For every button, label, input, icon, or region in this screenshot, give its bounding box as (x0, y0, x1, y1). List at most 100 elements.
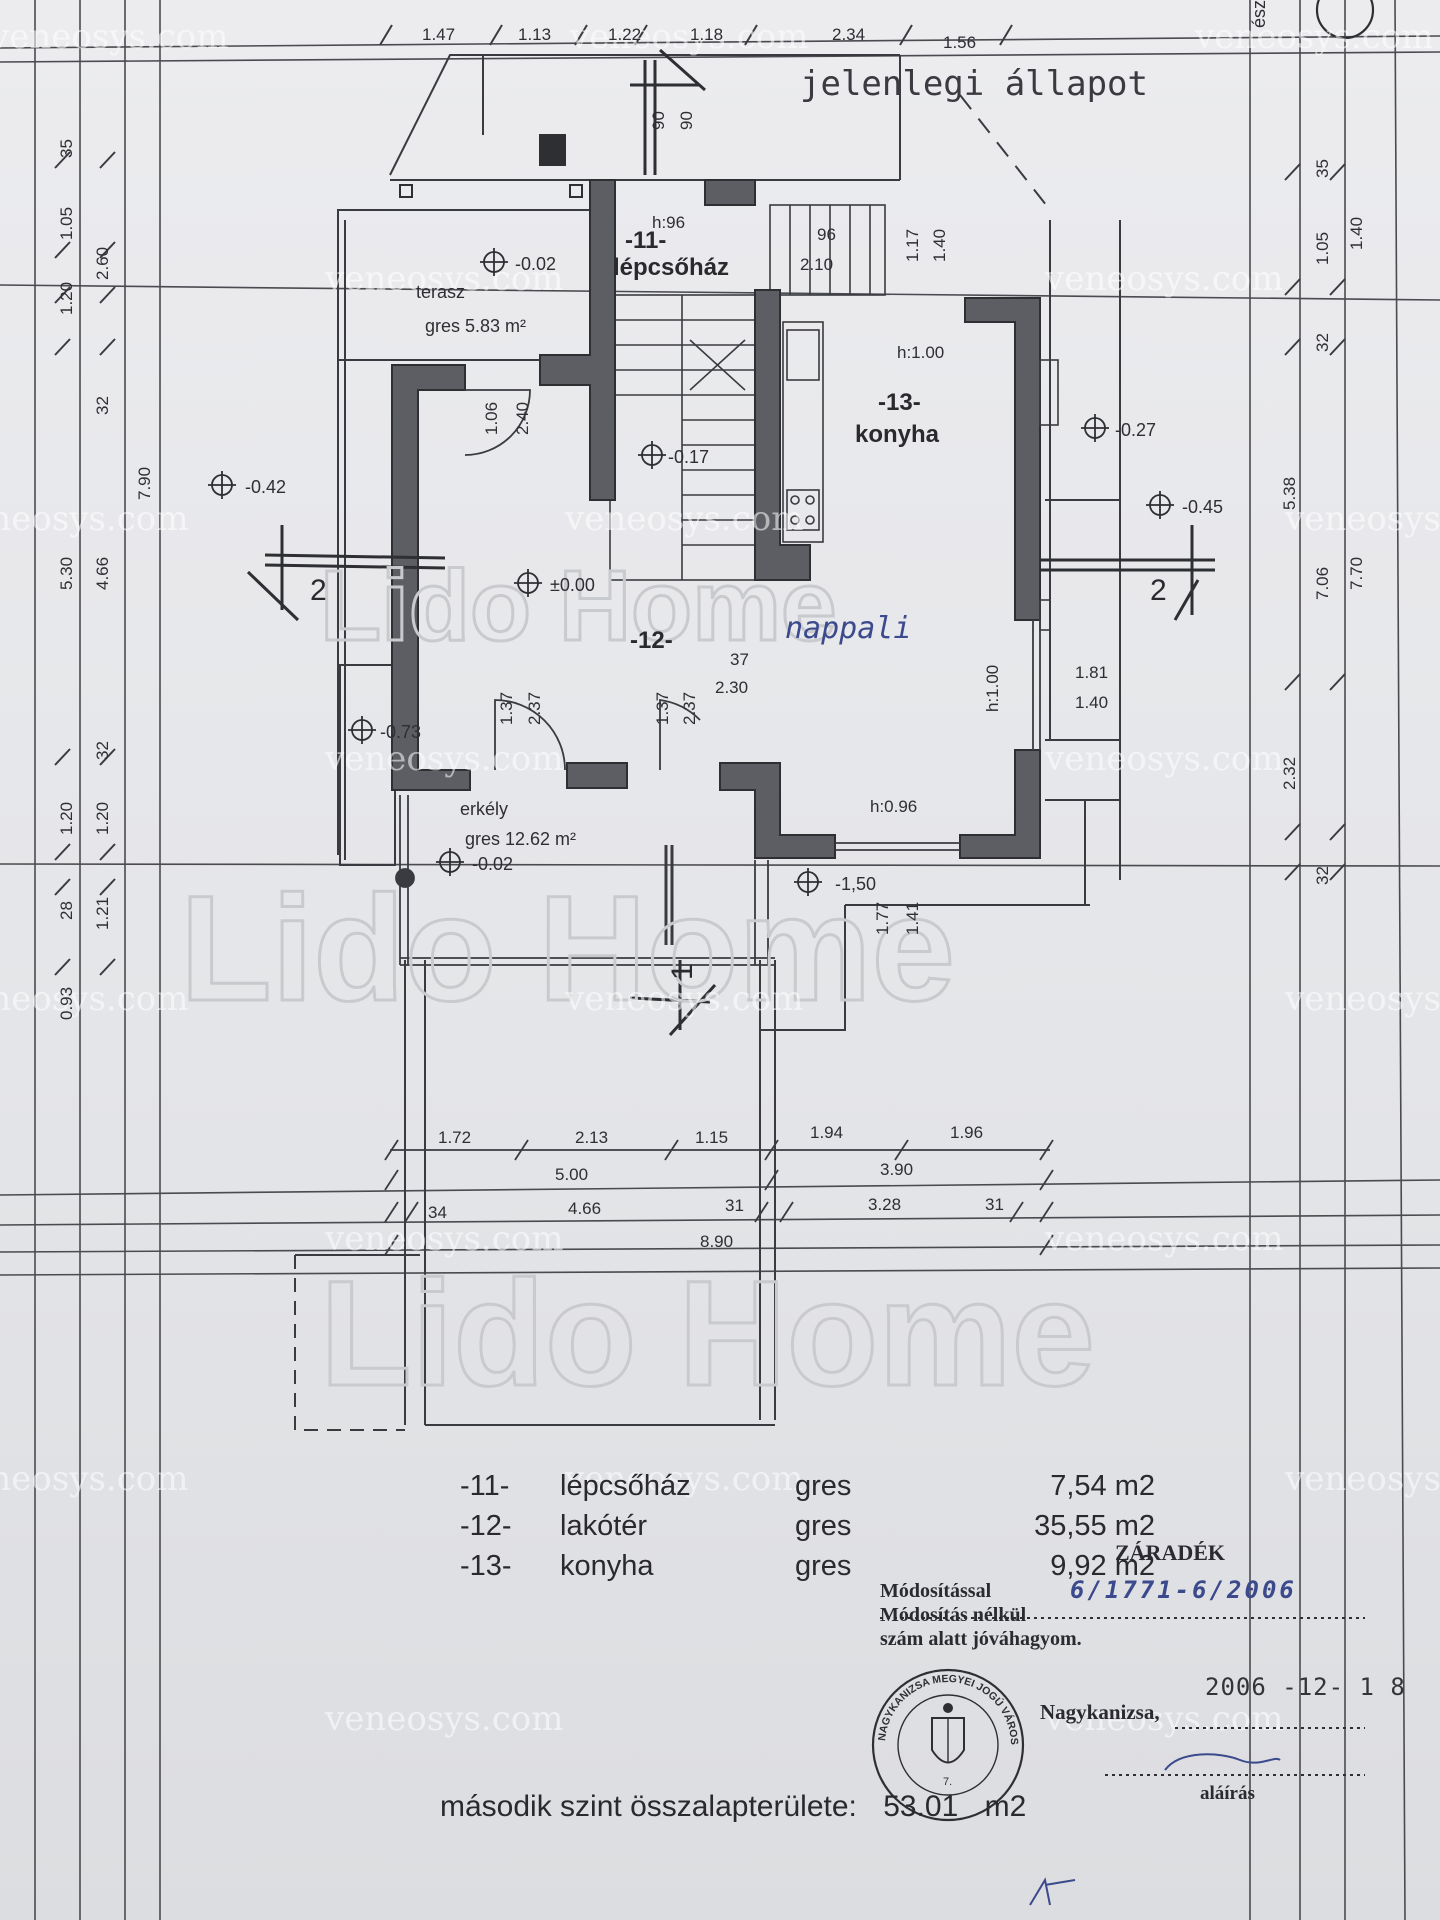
walls (391, 134, 1041, 859)
right-dimension-ticks (1284, 163, 1346, 881)
balcony-name: erkély (460, 799, 508, 819)
watermark-brand-1: Lido Home (180, 864, 955, 1032)
dim-label: 3.90 (880, 1160, 913, 1179)
north-label: ész (1249, 0, 1269, 28)
room-name: lépcsőház (560, 1470, 691, 1502)
room-number: -12- (630, 627, 673, 654)
signature-scribble (1029, 1753, 1281, 1906)
approval-date: 2006 -12- 1 8 (1205, 1673, 1406, 1701)
watermark-site-1: veneosys.com (0, 17, 228, 57)
terrace-area: gres 5.83 m² (425, 316, 526, 336)
watermark-site-18: veneosys.com (1284, 1459, 1440, 1499)
room-area: 7,54 m2 (1050, 1470, 1155, 1502)
stamp-line: szám alatt jóváhagyom. (880, 1628, 1082, 1650)
table-row: -11- lépcsőház gres 7,54 m2 (455, 1470, 1155, 1510)
dim-label: 1.40 (1347, 217, 1366, 250)
dim-label: 2.10 (800, 255, 833, 274)
level-label: ±0.00 (550, 575, 595, 595)
watermark-site-20: veneosys.com (1044, 1699, 1283, 1739)
table-row: -13- konyha gres 9,92 m2 (455, 1550, 1155, 1590)
watermark-brand: Lido Home Lido Home Lido Home (179, 549, 1097, 1419)
room-name: lépcsőház (613, 254, 729, 281)
watermark-site-13: veneosys.com (1284, 979, 1440, 1019)
watermark-site-10: veneosys.com (1044, 739, 1283, 779)
terrace-name: terasz (416, 282, 465, 302)
dim-label: 1.41 (903, 902, 922, 935)
dim-label: 1.40 (1075, 693, 1108, 712)
watermark-site-5: veneosys.com (1044, 259, 1283, 299)
seal-number: 7. (943, 1776, 952, 1788)
stamp-line: Módosítással (880, 1580, 992, 1602)
dim-label: 2.60 (93, 247, 112, 280)
total-label: második szint összalapterülete: (440, 1790, 857, 1823)
dim-label: 1.20 (93, 802, 112, 835)
registration-number: 6/1771-6/2006 (1070, 1576, 1297, 1604)
watermark-site-17: veneosys.com (564, 1459, 803, 1499)
balcony-area: gres 12.62 m² (465, 829, 576, 849)
dim-label: 32 (1313, 866, 1332, 885)
level-label: -0.27 (1115, 420, 1156, 440)
total-floor-area: második szint összalapterülete: 53.01 m2 (440, 1790, 1044, 1824)
dim-label: 1.94 (810, 1123, 843, 1142)
total-unit: m2 (984, 1790, 1027, 1823)
dim-label: 1.13 (518, 25, 551, 44)
room-area-table: -11- lépcsőház gres 7,54 m2 -12- lakótér… (455, 1470, 1155, 1590)
section-numbers: 2 2 1 (310, 574, 1167, 980)
dim-label: 96 (817, 225, 836, 244)
dim-label: 3.28 (868, 1195, 901, 1214)
total-value: 53.01 (883, 1790, 959, 1823)
openings (395, 389, 1041, 966)
stamp-heading: ZÁRADÉK (1115, 1540, 1226, 1565)
dim-label: 4.66 (568, 1199, 601, 1218)
room-number: -13- (460, 1550, 512, 1582)
level-label: -1,50 (835, 874, 876, 894)
dim-label: 32 (93, 396, 112, 415)
dim-label: 28 (57, 901, 76, 920)
dim-label: 1.72 (438, 1128, 471, 1147)
bottom-dimension-ticks (384, 1139, 1054, 1256)
dim-label: 2.37 (525, 692, 544, 725)
dim-label: 1.37 (653, 692, 672, 725)
dim-label: 37 (730, 650, 749, 669)
dim-label: 35 (57, 139, 76, 158)
dim-label: 1.05 (57, 207, 76, 240)
watermark-site-11: veneosys.com (0, 979, 188, 1019)
dim-label: 7.70 (1347, 557, 1366, 590)
opening-height: h:0.96 (870, 797, 917, 816)
dim-label: 1.21 (93, 897, 112, 930)
room-number: -12- (460, 1510, 512, 1542)
opening-height: h:96 (652, 213, 685, 232)
room-number: -11- (625, 227, 666, 254)
room-labels: -11- lépcsőház -12- nappali -13- konyha (613, 227, 940, 654)
right-dimension-chain: 35 1.05 1.40 32 5.38 7.06 7.70 2.32 32 (1280, 159, 1366, 885)
approval-city: Nagykanizsa, (1040, 1700, 1160, 1724)
room-material: gres (795, 1550, 852, 1582)
watermark-site: veneosys.com veneosys.com veneosys.com v… (0, 17, 1440, 1739)
bottom-dimensions: 1.72 2.13 1.15 1.94 1.96 5.00 3.90 34 4.… (428, 1123, 1004, 1251)
section-number: 1 (666, 963, 699, 980)
opening-height: h:1.00 (897, 343, 944, 362)
room-area: 9,92 m2 (1050, 1550, 1155, 1582)
dim-label: 1.17 (903, 229, 922, 262)
room-name: konyha (560, 1550, 654, 1582)
dim-label: 35 (1313, 159, 1332, 178)
dim-label: 5.30 (57, 557, 76, 590)
dim-label: 1.96 (950, 1123, 983, 1142)
outdoor-labels: terasz gres 5.83 m² erkély gres 12.62 m² (416, 282, 576, 849)
left-dimension-chain: 35 1.05 2.60 1.20 32 7.90 5.30 4.66 32 1… (57, 139, 154, 1020)
dim-label: 1.37 (497, 692, 516, 725)
dim-label: 1.81 (1075, 663, 1108, 682)
level-markers (208, 248, 1174, 896)
plan-title: jelenlegi állapot (800, 64, 1148, 104)
dim-label: 5.38 (1280, 477, 1299, 510)
watermark-site-8: veneosys.com (1284, 499, 1440, 539)
dim-label: 2.13 (575, 1128, 608, 1147)
top-dimension-ticks (379, 24, 1013, 46)
dim-label: 1.22 (608, 25, 641, 44)
left-dimension-ticks (54, 151, 116, 976)
dim-label: 34 (428, 1203, 447, 1222)
watermark-brand-3: Lido Home (320, 550, 837, 662)
level-label: -0.17 (668, 447, 709, 467)
level-label: -0.02 (515, 254, 556, 274)
